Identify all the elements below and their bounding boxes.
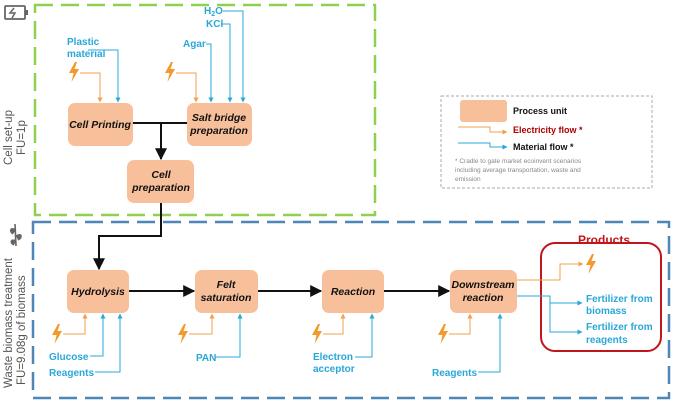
cell-setup-border xyxy=(33,3,377,217)
cell-printing-box xyxy=(68,103,133,146)
material-flow-plastic xyxy=(88,49,121,103)
lightning-icon xyxy=(165,62,175,82)
electricity-output-flow xyxy=(517,261,584,281)
legend-note: * Cradle to gate market ecoinvent scenar… xyxy=(455,158,582,183)
material-flow-glucose xyxy=(90,313,106,357)
reaction-label: Reaction xyxy=(331,286,375,298)
prep-to-hydrolysis-arrow xyxy=(93,203,162,271)
legend-process-swatch xyxy=(460,100,507,122)
electricity-flow-downstream xyxy=(449,313,473,335)
electricity-flow-saltbridge xyxy=(176,72,199,103)
electricity-flow-hydrolysis xyxy=(63,313,88,335)
material-flow-h2o xyxy=(223,10,246,103)
downstream-box xyxy=(450,270,517,313)
electricity-flow-felt xyxy=(189,313,215,335)
agar-label: Agar xyxy=(183,39,206,50)
electricity-flow-printing xyxy=(80,72,103,103)
felt-saturation-box xyxy=(195,270,258,313)
material-flow-reagents-2 xyxy=(478,313,503,373)
material-flow-electron xyxy=(355,313,375,358)
reagents-label-1: Reagents xyxy=(49,368,94,379)
reaction-box xyxy=(322,270,384,313)
product-flow-reagents xyxy=(549,303,583,335)
battery-icon xyxy=(4,5,28,20)
material-flow-pan xyxy=(215,313,243,358)
printing-to-prep-arrow xyxy=(133,122,167,161)
hydrolysis-box xyxy=(67,270,129,313)
lightning-icon xyxy=(52,324,62,344)
products-title: Products xyxy=(578,233,630,247)
legend-material-line xyxy=(458,142,508,150)
hydrolysis-label: Hydrolysis xyxy=(71,286,125,298)
legend-process-label: Process unit xyxy=(513,106,567,116)
lightning-icon xyxy=(438,324,448,344)
products-border xyxy=(540,242,662,352)
h2o-label: H2O xyxy=(204,6,223,18)
waste-treatment-border xyxy=(31,220,671,400)
electricity-flow-reaction xyxy=(323,313,346,335)
pan-label: PAN xyxy=(196,353,216,364)
legend-material-label: Material flow * xyxy=(513,142,574,152)
cell-printing-label: Cell Printing xyxy=(69,119,131,131)
lightning-icon xyxy=(312,324,322,344)
material-flow-reagents-1 xyxy=(95,313,123,373)
product-flow-biomass xyxy=(517,295,583,306)
glucose-label: Glucose xyxy=(49,352,89,363)
legend-electricity-line xyxy=(458,126,508,135)
lightning-icon xyxy=(69,62,79,82)
kcl-label: KCl xyxy=(206,19,223,30)
legend: Process unit Electricity flow * Material… xyxy=(440,95,653,189)
material-flow-kcl xyxy=(221,23,233,103)
lightning-icon xyxy=(178,324,188,344)
lightning-icon xyxy=(586,254,596,274)
legend-electricity-label: Electricity flow * xyxy=(513,125,583,135)
salt-bridge-box xyxy=(187,103,252,146)
cell-preparation-box xyxy=(127,160,194,203)
biomass-icon xyxy=(9,223,22,247)
material-flow-agar xyxy=(206,43,214,103)
cell-setup-label: Cell set-upFU=1p xyxy=(3,110,28,165)
reagents-label-2: Reagents xyxy=(432,368,477,379)
waste-treatment-label: Waste biomass treatmentFU=9.08g of bioma… xyxy=(3,257,28,388)
